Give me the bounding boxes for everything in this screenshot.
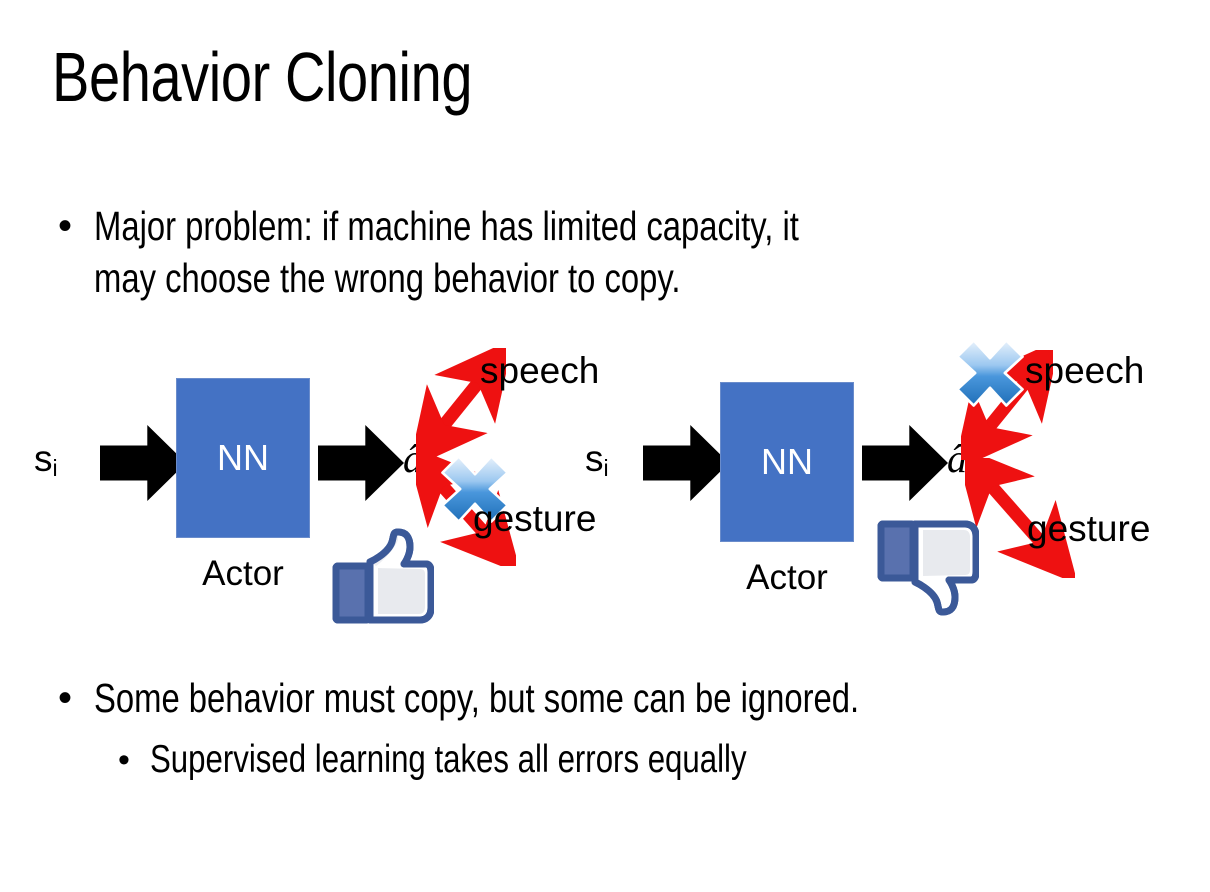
output-arrow-icon <box>862 425 948 501</box>
page-title: Behavior Cloning <box>52 38 473 116</box>
bullet-item-some-behavior: • Some behavior must copy, but some can … <box>58 672 1178 724</box>
input-arrow-icon <box>643 425 729 501</box>
branch-label-speech: speech <box>480 350 600 391</box>
cross-out-gesture-icon <box>441 455 509 523</box>
bullet-item-supervised-learning: • Supervised learning takes all errors e… <box>118 734 1178 786</box>
bullet-line: may choose the wrong behavior to copy. <box>94 255 681 301</box>
bullet-line: Major problem: if machine has limited ca… <box>94 203 799 249</box>
bullet-marker-icon: • <box>118 741 130 779</box>
actor-caption: Actor <box>746 558 828 597</box>
input-state-label: si <box>585 438 609 482</box>
nn-box-label: NN <box>761 441 813 482</box>
cross-out-speech-icon <box>956 339 1024 407</box>
actor-caption: Actor <box>202 554 284 593</box>
bullet-marker-icon: • <box>58 676 73 720</box>
branch-arrow-gesture-icon <box>965 458 1075 578</box>
nn-box-label: NN <box>217 437 269 478</box>
diagram-right-rejected: si NN Actor âi <box>565 330 1195 630</box>
branch-arrow-speech-icon <box>416 348 506 458</box>
nn-box: NN <box>720 382 854 542</box>
bullet-marker-icon: • <box>58 204 73 248</box>
diagram-left-approved: si NN Actor âi <box>18 330 638 630</box>
thumbs-down-icon <box>877 520 979 616</box>
input-state-label: si <box>34 438 58 482</box>
thumbs-up-icon <box>332 528 434 624</box>
input-arrow-icon <box>100 425 186 501</box>
branch-label-gesture: gesture <box>473 498 597 539</box>
nn-box: NN <box>176 378 310 538</box>
bullet-line: Supervised learning takes all errors equ… <box>150 738 747 781</box>
bullet-item-major-problem: • Major problem: if machine has limited … <box>58 200 1178 304</box>
branch-label-gesture: gesture <box>1027 508 1151 549</box>
bullet-line: Some behavior must copy, but some can be… <box>94 675 860 721</box>
branch-label-speech: speech <box>1025 350 1145 391</box>
output-arrow-icon <box>318 425 404 501</box>
